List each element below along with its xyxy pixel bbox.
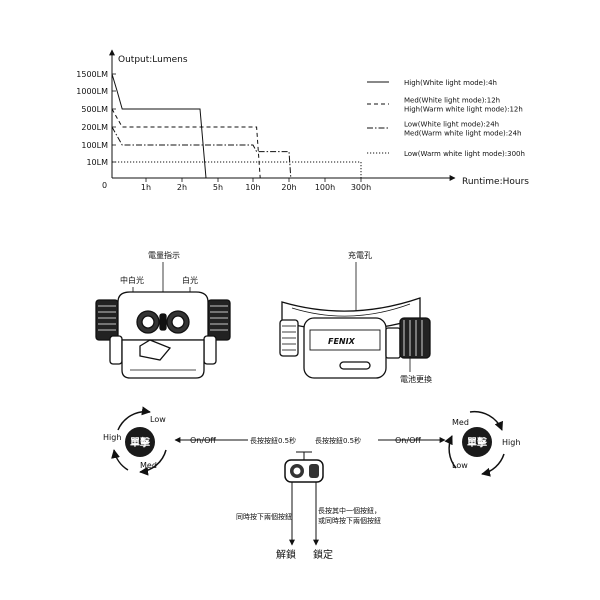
legend-label: Med(White light mode):12h	[404, 97, 500, 105]
unlock-label: 解鎖	[276, 548, 296, 561]
x-tick-label: 300h	[351, 183, 371, 192]
charging-port-label: 充電孔	[348, 250, 372, 260]
x-tick-label: 2h	[177, 183, 187, 192]
press-one-line1: 長按其中一個按鈕，	[318, 506, 381, 515]
zero-label: 0	[102, 181, 107, 190]
x-axis-label: Runtime:Hours	[462, 177, 529, 187]
series-line-2	[111, 108, 261, 179]
legend-label: Med(Warm white light mode):24h	[404, 130, 522, 138]
click-badge-left-text: 單擊	[130, 436, 151, 449]
x-tick-label: 20h	[281, 183, 296, 192]
legend-label: High(Warm white light mode):12h	[404, 106, 523, 114]
y-tick-label: 1000LM	[76, 87, 108, 96]
y-tick-labels: 10LM 100LM 200LM 500LM 1000LM 1500LM	[76, 70, 116, 167]
y-tick-label: 500LM	[81, 105, 108, 114]
right-button	[309, 464, 319, 478]
left-cycle-top: Low	[150, 415, 166, 424]
y-tick-label: 200LM	[81, 123, 108, 132]
lock-label: 鎖定	[313, 548, 333, 561]
series-line-4	[112, 161, 362, 178]
long-press-right-label: 長按按鈕0.5秒	[315, 436, 361, 445]
left-cycle-left: High	[103, 433, 121, 442]
legend-label: Low(White light mode):24h	[404, 121, 499, 129]
headlamp-side: 充電孔 FENIX 電池更換	[279, 250, 432, 384]
press-one-line2: 或同時按下兩個按鈕	[318, 516, 381, 525]
battery-indicator-label: 電量指示	[148, 250, 180, 260]
x-tick-label: 100h	[315, 183, 335, 192]
x-tick-label: 1h	[141, 183, 151, 192]
headlamp-front: 電量指示 中白光 白光	[95, 250, 231, 379]
legend-label: Low(Warm white light mode):300h	[404, 150, 525, 158]
y-tick-label: 1500LM	[76, 70, 108, 79]
on-off-right-label: On/Off	[395, 436, 421, 445]
left-cycle-bottom: Med	[140, 461, 157, 470]
series-line-1	[111, 73, 207, 179]
press-both-label: 同時按下兩個按鈕	[236, 512, 292, 521]
series-line-3	[111, 126, 292, 179]
legend-label: High(White light mode):4h	[404, 79, 497, 87]
on-off-left-label: On/Off	[190, 436, 216, 445]
runtime-chart: Output:Lumens 10LM100LM200LM500LM1000LM1…	[76, 49, 529, 192]
right-mode-cycle: 單擊 Med High Low	[444, 410, 520, 477]
white-light-label: 白光	[182, 275, 198, 285]
button-pad	[284, 451, 324, 483]
click-badge-left	[125, 427, 155, 457]
neutral-light-label: 中白光	[120, 275, 144, 285]
x-tick-label: 5h	[213, 183, 223, 192]
right-cycle-top: Med	[452, 418, 469, 427]
operation-diagram: 單擊 Low High Med On/Off 長按按鈕0.5秒 長按按鈕0.5秒…	[103, 406, 520, 561]
left-mode-cycle: 單擊 Low High Med	[103, 406, 167, 476]
x-tick-labels: 1h 2h 5h 10h 20h 100h 300h	[141, 178, 371, 192]
chart-title: Output:Lumens	[118, 55, 188, 65]
right-cycle-right: High	[502, 438, 520, 447]
right-cycle-bottom: Low	[452, 461, 468, 470]
long-press-left-label: 長按按鈕0.5秒	[250, 436, 296, 445]
click-badge-right	[462, 427, 492, 457]
brand-logo: FENIX	[328, 337, 356, 346]
y-tick-label: 100LM	[81, 141, 108, 150]
x-tick-label: 10h	[245, 183, 260, 192]
battery-replace-label: 電池更換	[400, 374, 432, 384]
click-badge-right-text: 單擊	[467, 436, 488, 449]
y-tick-label: 10LM	[86, 158, 108, 167]
chart-series	[111, 73, 362, 179]
